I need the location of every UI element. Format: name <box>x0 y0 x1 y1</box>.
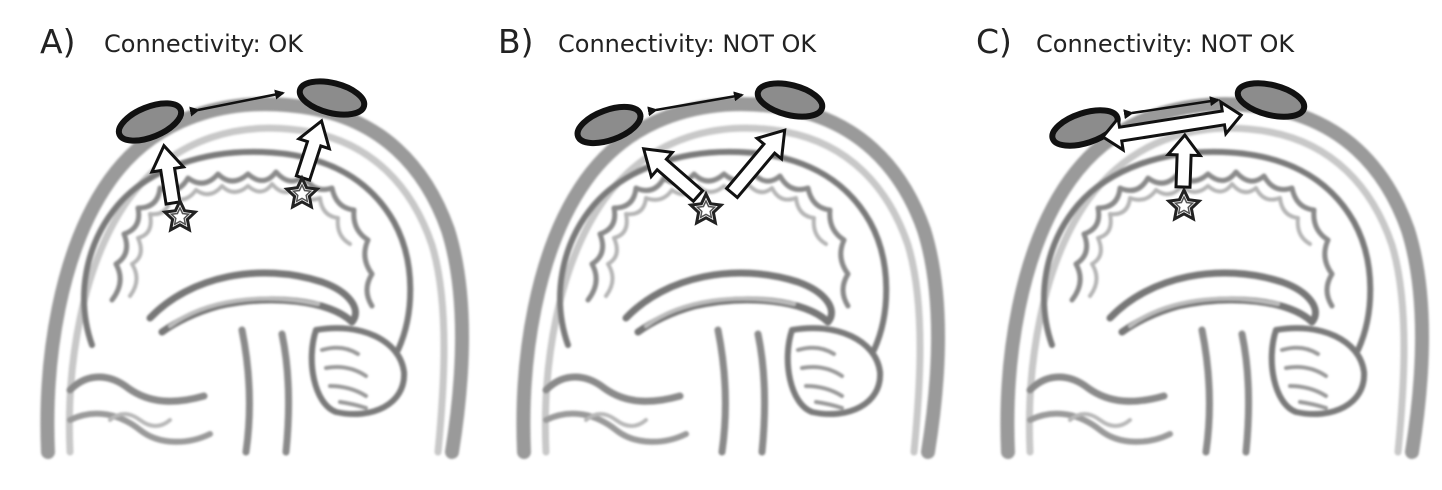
brain-diagram-b <box>476 80 956 490</box>
panel-letter: B) <box>498 22 534 61</box>
projection-arrow-left <box>641 146 705 204</box>
panel-letter: C) <box>976 22 1012 61</box>
projection-arrow-right <box>294 118 332 183</box>
projection-arrow-left <box>149 143 187 206</box>
brain-diagram-c <box>960 80 1440 490</box>
sensor-right <box>754 80 826 120</box>
panel-letter: A) <box>40 22 76 61</box>
source-star-left <box>161 197 199 233</box>
brain-diagram-a <box>0 78 480 490</box>
connectivity-arrow <box>189 89 285 117</box>
projection-arrow-right <box>724 128 787 200</box>
panel-c: C) Connectivity: NOT OK <box>960 0 1440 490</box>
panel-caption: Connectivity: OK <box>104 30 303 58</box>
connectivity-arrow <box>1123 96 1220 120</box>
sensor-left <box>115 100 185 144</box>
sensor-right <box>296 78 368 118</box>
source-star <box>687 190 725 226</box>
crosstalk-arrow <box>1100 98 1244 154</box>
panel-a: A) Connectivity: OK <box>0 0 480 490</box>
sensor-right <box>1234 80 1308 120</box>
panel-caption: Connectivity: NOT OK <box>558 30 817 58</box>
source-star <box>1165 186 1203 222</box>
sensor-left <box>574 103 644 147</box>
panel-b: B) Connectivity: NOT OK <box>476 0 956 490</box>
panel-caption: Connectivity: NOT OK <box>1036 30 1295 58</box>
source-star-right <box>283 174 321 210</box>
projection-arrow <box>1164 132 1204 189</box>
connectivity-arrow <box>647 91 744 117</box>
